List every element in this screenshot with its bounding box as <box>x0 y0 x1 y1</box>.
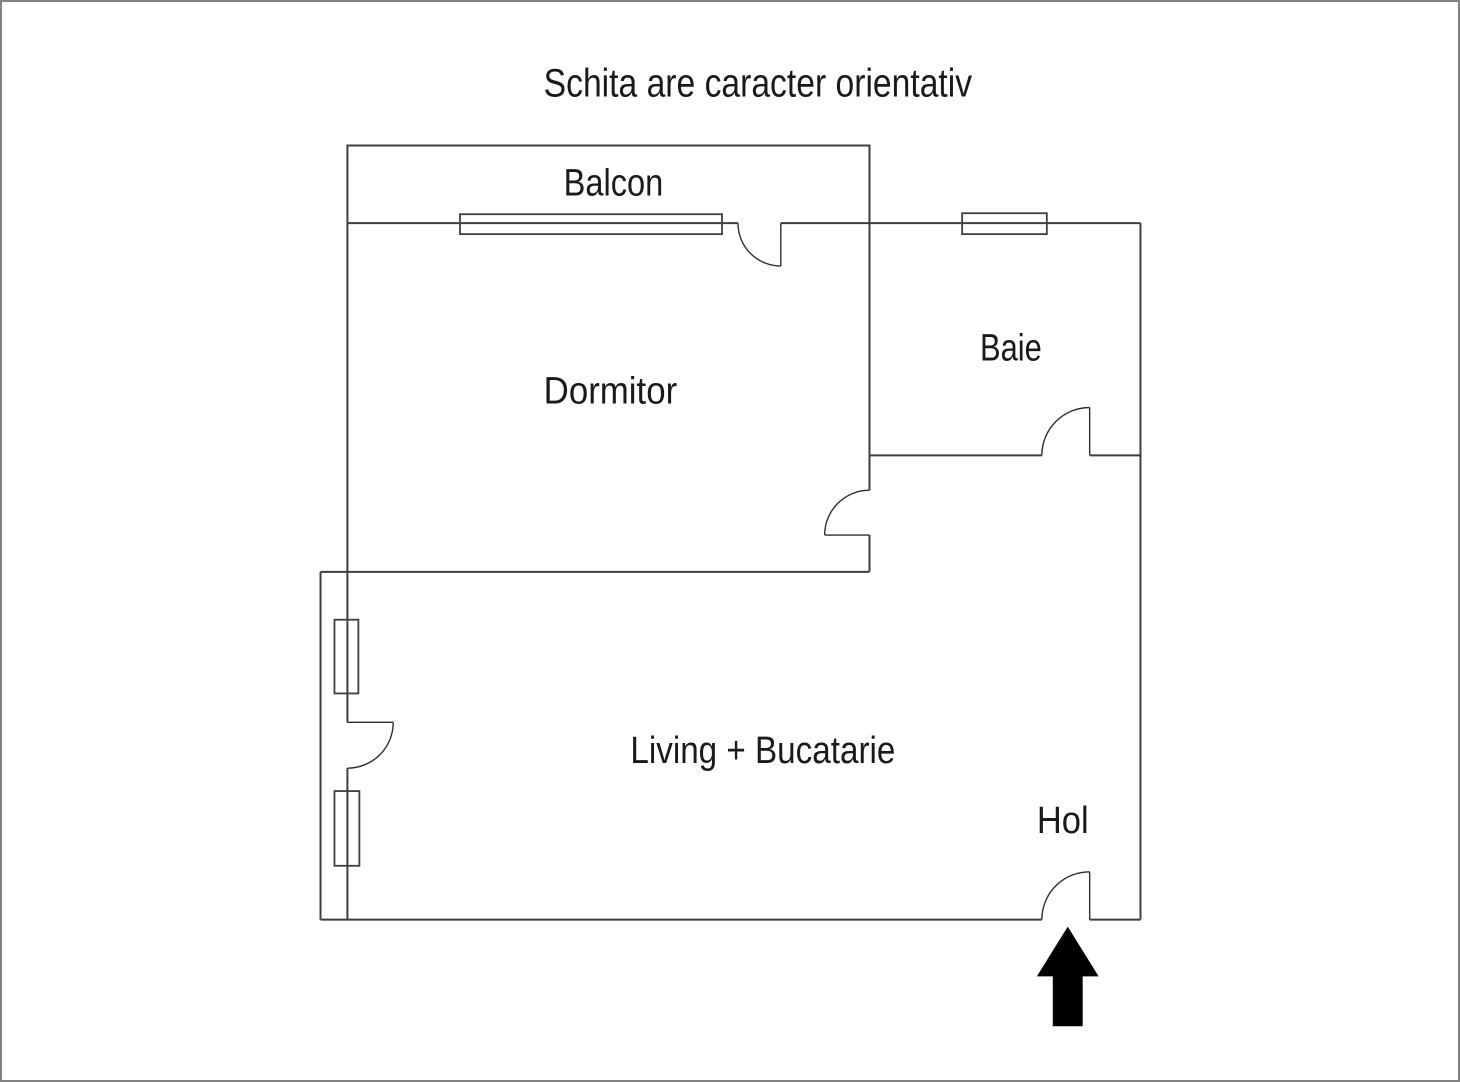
door-dormitor <box>823 489 870 536</box>
plan-title: Schita are caracter orientativ <box>544 62 972 106</box>
window-living-lower <box>333 790 361 867</box>
door-balcony <box>737 223 782 267</box>
window-living-upper <box>333 618 360 695</box>
door-baie <box>1041 406 1091 456</box>
window-baie <box>961 212 1048 236</box>
room-label-living: Living + Bucatarie <box>630 730 895 772</box>
room-label-dormitor: Dormitor <box>544 371 678 413</box>
door-living-left <box>347 721 394 769</box>
entrance-arrow-icon <box>1036 926 1099 1027</box>
balcony-wall <box>346 144 871 224</box>
window-balcony <box>459 213 723 236</box>
room-label-baie: Baie <box>980 328 1042 370</box>
room-label-balcon: Balcon <box>564 162 664 204</box>
room-label-hol: Hol <box>1037 800 1089 842</box>
door-entrance <box>1041 871 1091 920</box>
